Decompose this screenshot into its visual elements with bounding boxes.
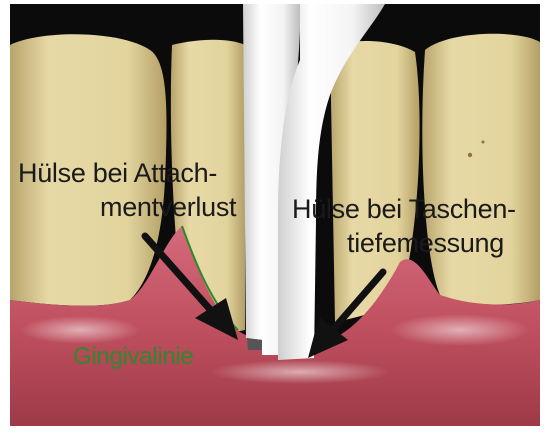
label-gingival-line: Gingivalinie	[73, 343, 193, 371]
right-tooth	[422, 34, 540, 305]
gum-highlight-center	[210, 360, 390, 384]
gum-highlight-right	[390, 314, 530, 346]
label-attachment-line1: Hülse bei Attach-	[18, 158, 217, 189]
label-attachment-line2: mentverlust	[100, 192, 236, 223]
tooth-stain-small	[482, 141, 485, 144]
tooth-stain	[468, 153, 472, 157]
gum-highlight-left	[20, 316, 140, 344]
label-pocket-line2: tiefemessung	[347, 228, 504, 259]
label-pocket-line1: Hülse bei Taschen-	[292, 194, 516, 225]
probe-tip	[247, 338, 262, 350]
